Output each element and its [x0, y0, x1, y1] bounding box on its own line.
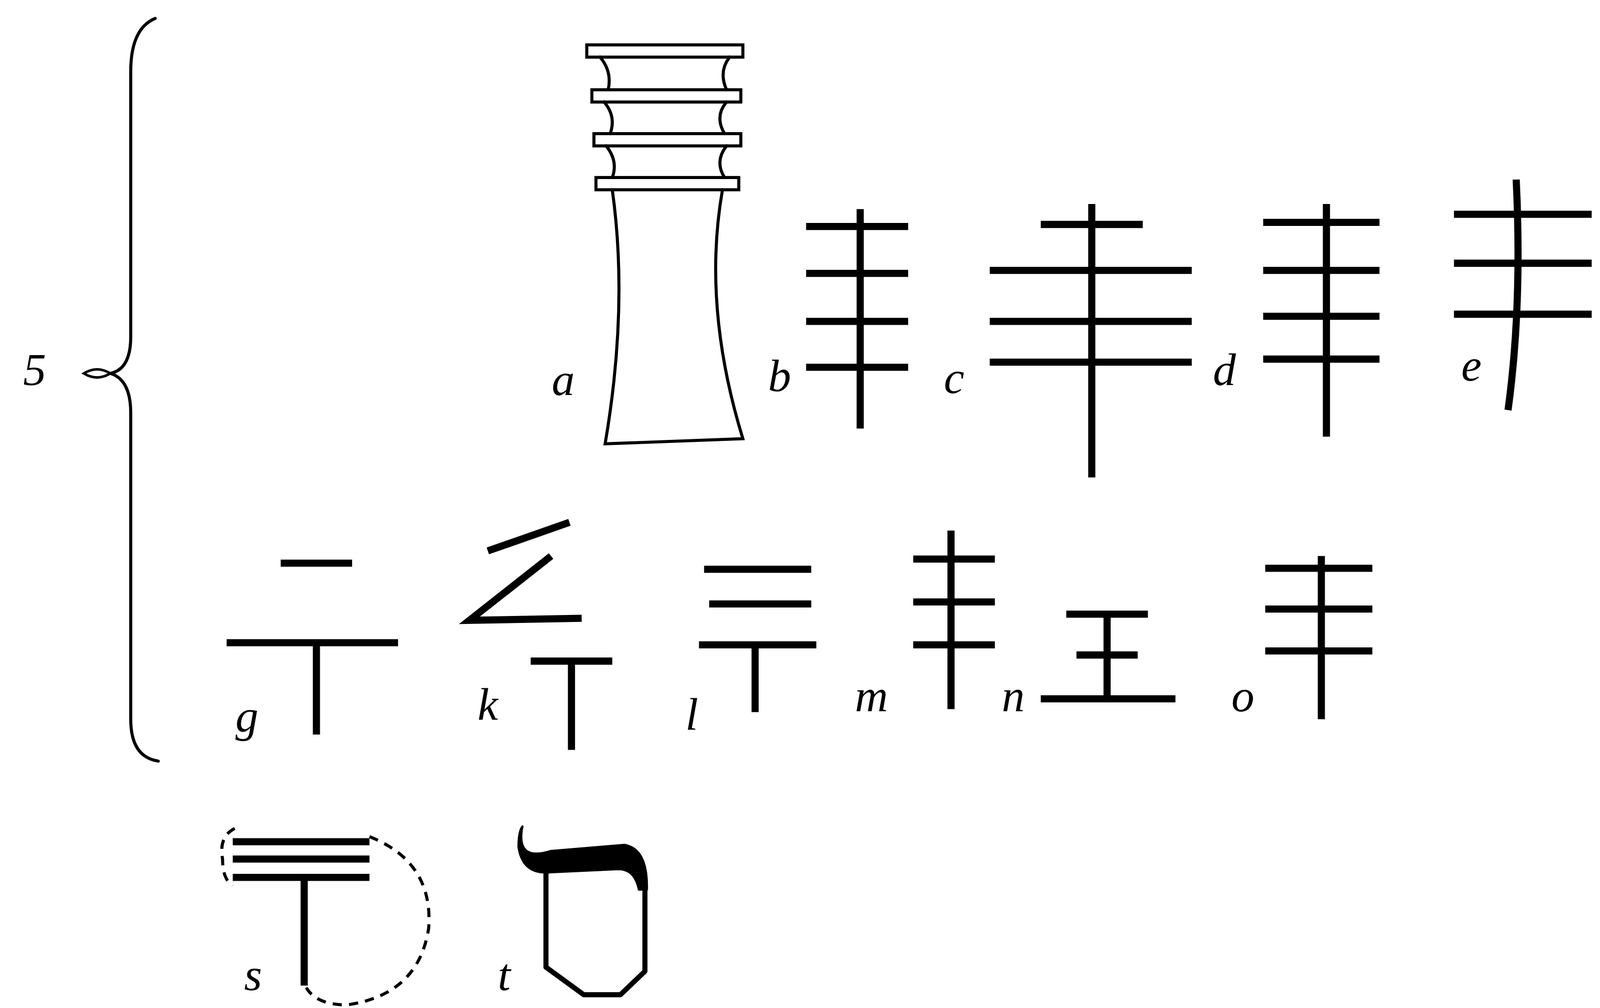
variant-letter: c — [944, 354, 965, 401]
variant-letter: e — [1461, 342, 1482, 389]
variant-letter: n — [1001, 672, 1025, 719]
variant-letter: g — [235, 693, 259, 740]
variant-letter: d — [1212, 346, 1236, 393]
variant-letter: o — [1231, 672, 1255, 719]
variant-letter: l — [685, 691, 699, 738]
figure-number: 5 — [23, 346, 47, 393]
variant-letter: t — [497, 951, 511, 998]
variant-letter: b — [768, 352, 792, 399]
variant-letter: s — [243, 951, 262, 998]
variant-letter: k — [477, 681, 499, 728]
variant-letter: m — [854, 672, 888, 719]
variant-letter: a — [551, 356, 575, 403]
